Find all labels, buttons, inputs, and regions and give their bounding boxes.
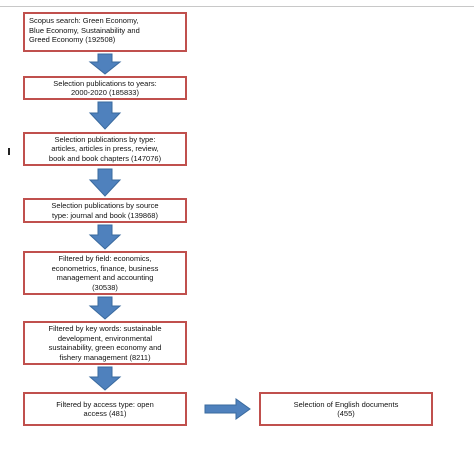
step-line: access (481) (83, 409, 127, 418)
step-scopus-search: Scopus search: Green Economy, Blue Econo… (23, 12, 187, 52)
step-access-filter: Filtered by access type: open access (48… (23, 392, 187, 426)
step-line: articles, articles in press, review, (51, 144, 159, 154)
step-line: Blue Economy, Sustainability and (29, 25, 140, 35)
top-rule (0, 6, 474, 7)
step-keyword-filter: Filtered by key words: sustainable devel… (23, 321, 187, 365)
step-line: (455) (337, 409, 355, 418)
step-line: sustainability, green economy and (48, 343, 162, 352)
step-years-filter: Selection publications to years: 2000-20… (23, 76, 187, 100)
step-line: Greed Economy (192508) (29, 35, 116, 44)
step-english-selection: Selection of English documents (455) (259, 392, 433, 426)
step-field-filter: Filtered by field: economics, econometri… (23, 251, 187, 295)
step-type-filter: Selection publications by type: articles… (23, 132, 187, 166)
step-line: Selection of English documents (293, 399, 399, 409)
step-line: Filtered by field: economics, (58, 254, 152, 263)
step-line: Filtered by access type: open (56, 399, 154, 409)
down-arrow (88, 296, 122, 320)
step-line: type: journal and book (139868) (52, 210, 158, 220)
step-line: development, environmental (57, 333, 153, 343)
step-line: book and book chapters (147076) (48, 153, 162, 163)
step-line: Scopus search: Green Economy, (29, 16, 139, 25)
step-line: Filtered by key words: sustainable (48, 324, 162, 333)
margin-mark (8, 148, 10, 155)
step-source-filter: Selection publications by source type: j… (23, 198, 187, 223)
step-line: Selection publications to years: (53, 78, 157, 88)
down-arrow (88, 53, 122, 75)
down-arrow (88, 366, 122, 391)
step-line: econometrics, finance, business (51, 263, 159, 273)
step-line: (30538) (92, 282, 118, 292)
step-line: 2000-2020 (185833) (71, 88, 139, 97)
right-arrow (204, 398, 251, 420)
down-arrow (88, 101, 122, 130)
step-line: fishery management (8211) (59, 352, 151, 362)
step-line: Selection publications by type: (54, 134, 156, 144)
down-arrow (88, 224, 122, 250)
down-arrow (88, 168, 122, 197)
step-line: Selection publications by source (51, 201, 159, 210)
step-line: management and accounting (56, 273, 154, 282)
